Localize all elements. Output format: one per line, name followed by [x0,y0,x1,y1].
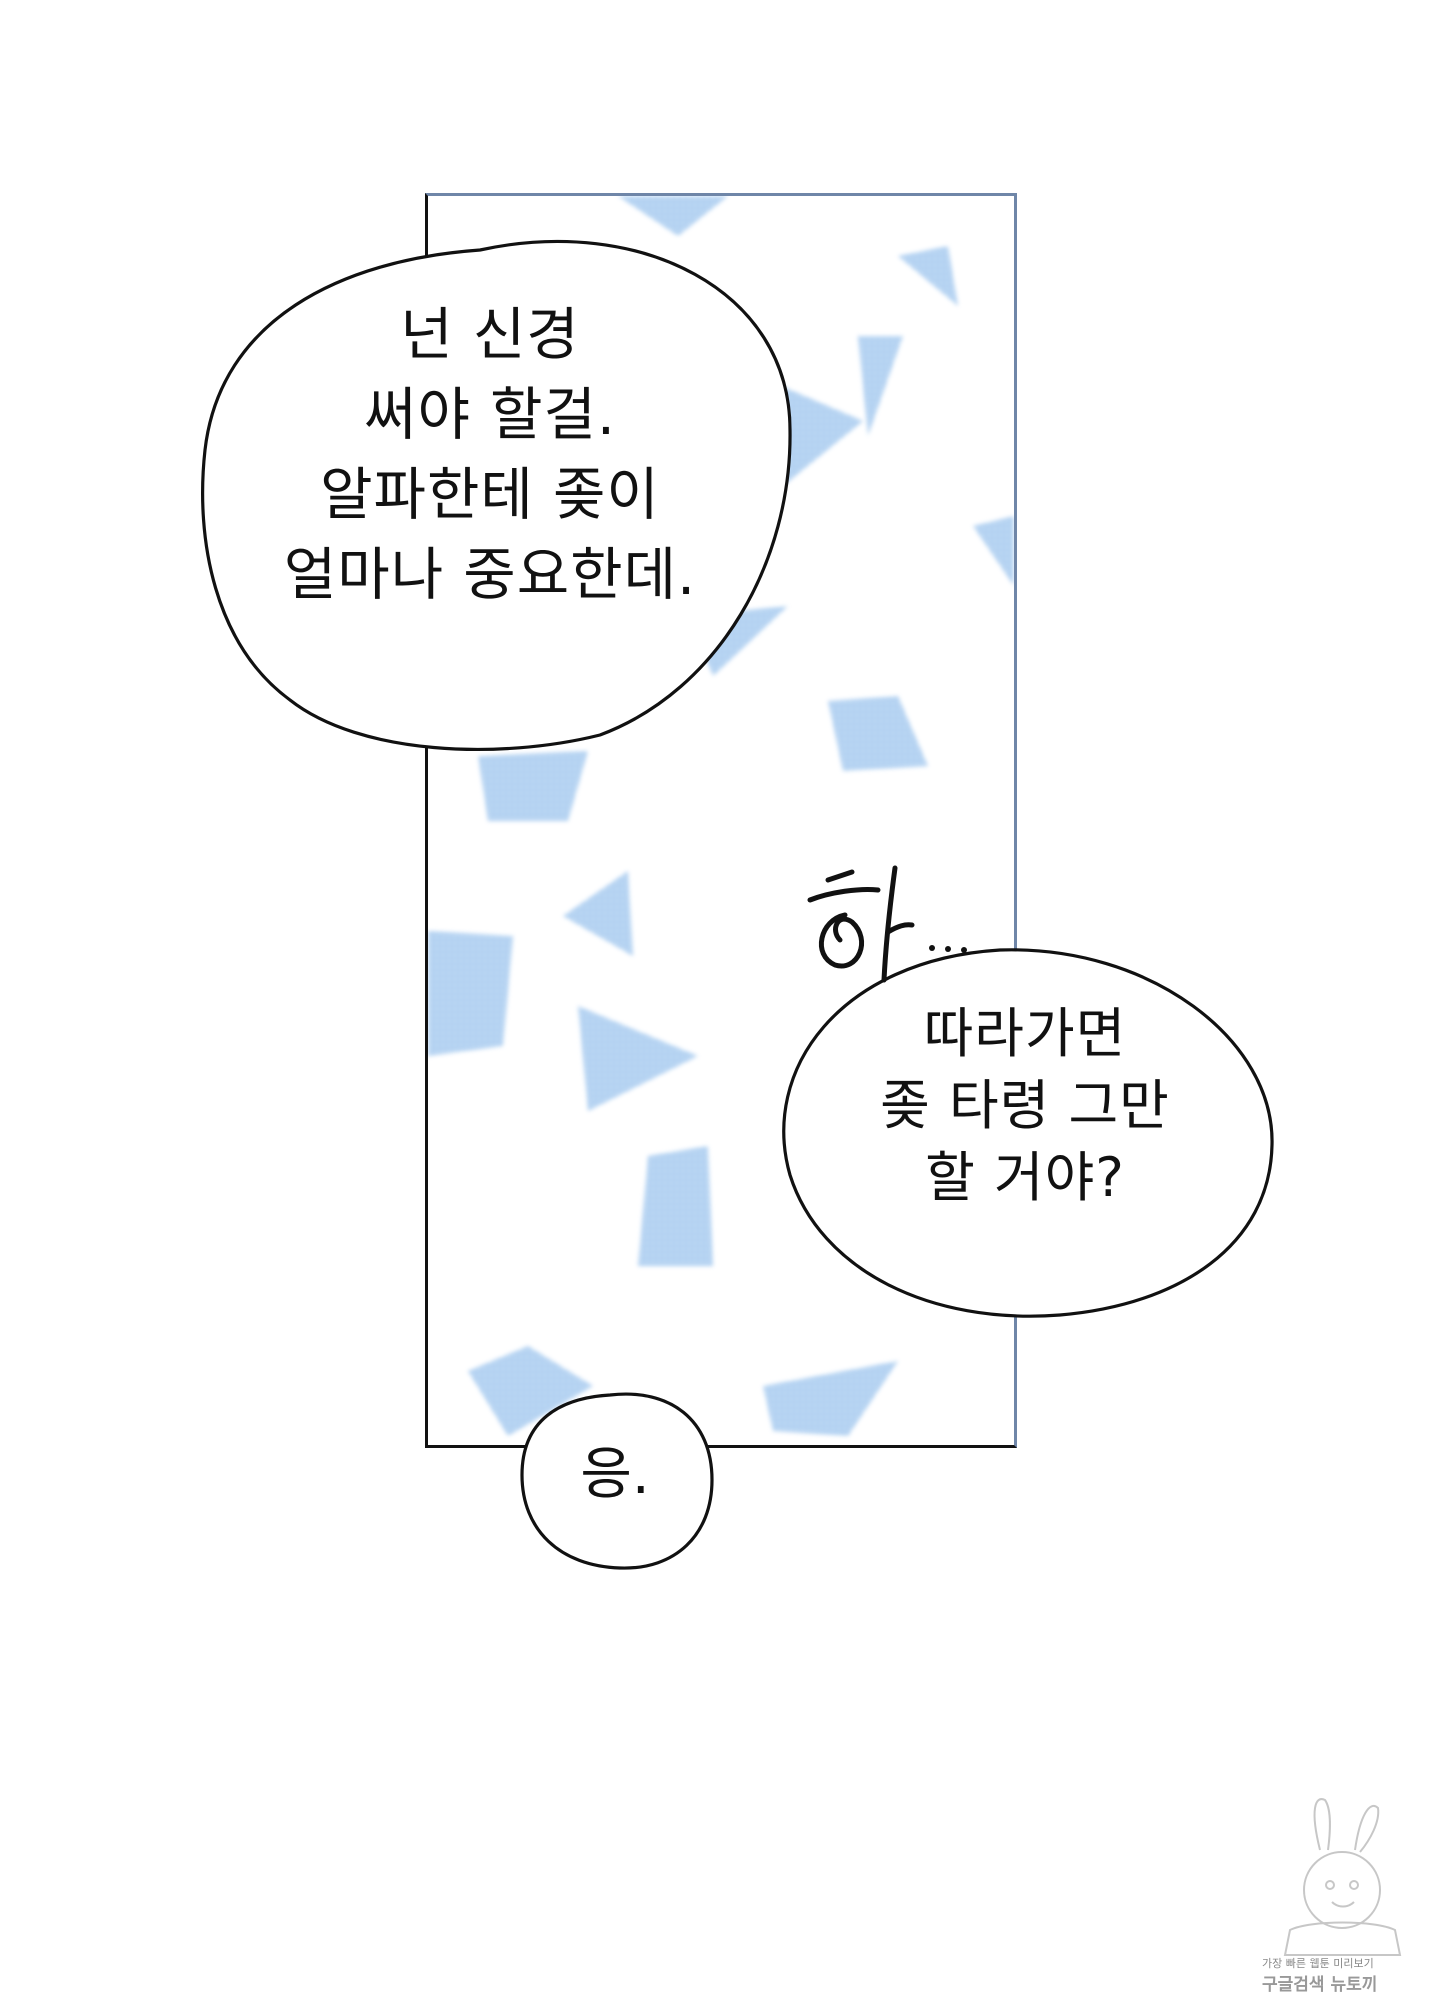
triangle-shape [578,1006,698,1111]
bubble-line: 따라가면 [923,1002,1127,1065]
watermark-tagline: 가장 빠른 웹툰 미리보기 [1262,1957,1374,1970]
triangle-shape [973,516,1014,586]
bubble-line: 할 거야? [925,1146,1125,1209]
speech-bubble-first [201,239,792,752]
bubble-line: 알파한테 좆이 [320,462,660,528]
watermark-search-text: 구글검색 뉴토끼 [1262,1975,1378,1995]
triangle-shape [478,751,588,821]
triangle-shape [763,1361,898,1436]
triangle-shape [828,696,928,771]
triangle-shape [468,1346,593,1436]
speech-bubble-third [520,1392,714,1570]
triangle-shape [898,246,958,306]
triangle-shape [858,336,903,436]
watermark-logo [1283,1798,1402,1956]
speech-bubble-second [782,948,1274,1318]
sigh-sfx [807,865,967,983]
triangle-shape [618,196,728,236]
bubble-first-text: 넌 신경 써야 할걸. 알파한테 좆이 얼마나 중요한데. [230,295,750,615]
triangle-shape [638,1146,713,1266]
bubble-third-text: 응. [540,1440,690,1510]
triangle-shape [563,871,633,956]
bubble-line: 응. [580,1442,650,1507]
bubble-line: 써야 할걸. [364,382,616,448]
triangle-pattern [428,196,1014,1436]
bubble-line: 좆 타령 그만 [880,1074,1170,1137]
bubble-line: 넌 신경 [400,302,580,368]
triangle-shape [428,931,513,1056]
bubble-second-text: 따라가면 좆 타령 그만 할 거야? [815,998,1235,1214]
bubble-line: 얼마나 중요한데. [283,542,697,608]
